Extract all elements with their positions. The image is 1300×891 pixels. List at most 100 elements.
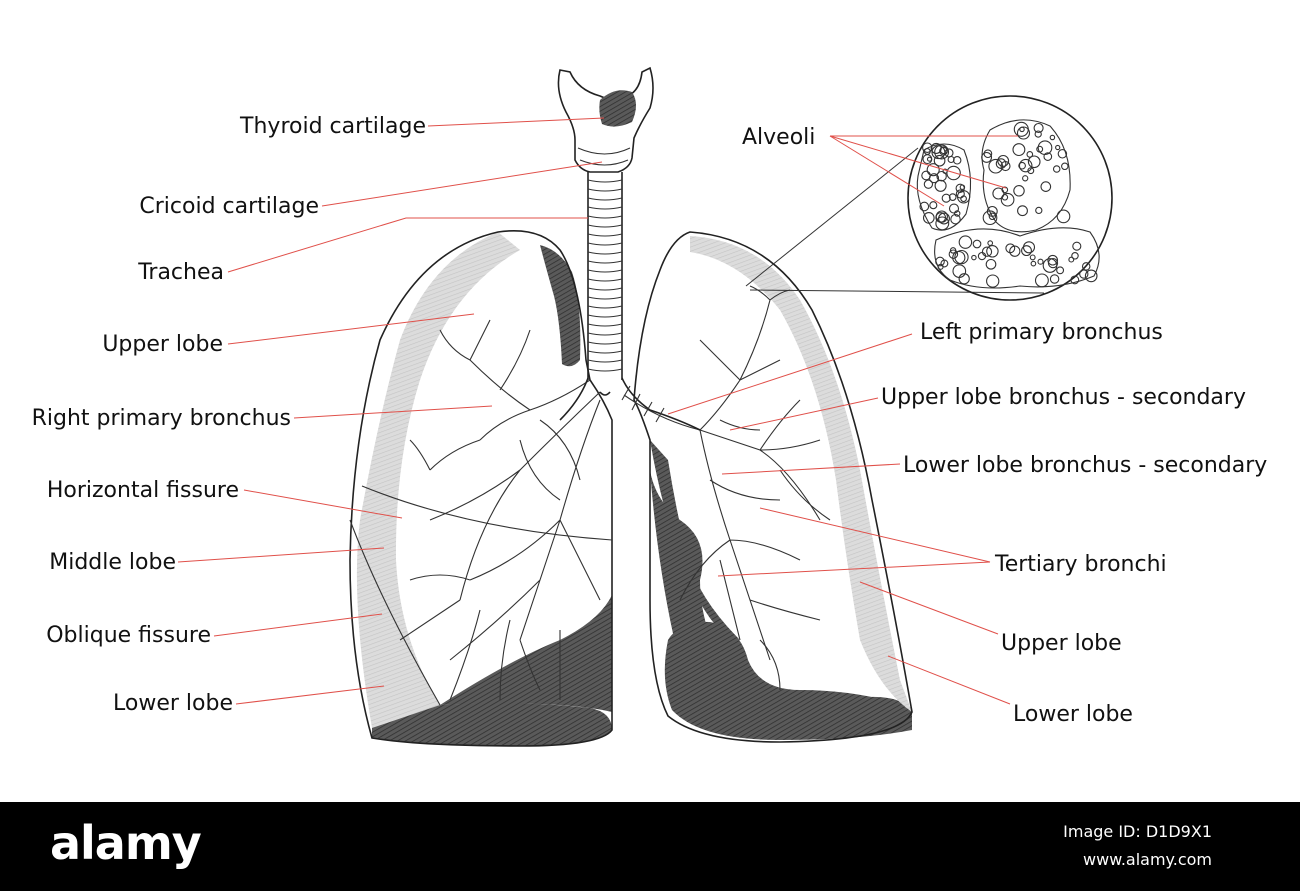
alveolus (992, 187, 1005, 200)
alveolus (985, 258, 997, 270)
label-middle-lobe: Middle lobe (49, 550, 176, 575)
alveoli-cluster-bottom (934, 227, 1100, 289)
tracheal-ring (587, 179, 623, 183)
alveolus (1055, 144, 1061, 151)
tracheal-ring (587, 341, 623, 345)
alveolus (926, 156, 933, 162)
leader-lines (177, 117, 1018, 705)
alveolus (986, 274, 1000, 288)
alveolus (1021, 245, 1032, 257)
alveolus (929, 201, 938, 210)
alveolus (1072, 241, 1082, 251)
alveolus (958, 235, 973, 249)
alveolus (971, 254, 977, 261)
label-left-lower-lobe: Lower lobe (1013, 702, 1133, 727)
alveolus (1070, 275, 1080, 285)
tracheal-ring (587, 296, 623, 300)
right-lung-base-shadow (440, 595, 612, 712)
alveolus (954, 249, 969, 265)
alveolus (935, 212, 947, 223)
alveolus (1068, 256, 1075, 263)
alveolus (919, 201, 930, 212)
label-cricoid-cartilage: Cricoid cartilage (139, 194, 319, 219)
alveolus (934, 179, 947, 192)
alveolus (1026, 151, 1034, 158)
alveolus (952, 156, 962, 165)
label-left-primary-bronchus: Left primary bronchus (920, 320, 1163, 345)
tracheal-ring (587, 197, 623, 201)
tracheal-ring (587, 350, 623, 354)
tracheal-ring (587, 224, 623, 228)
alveolus (1052, 165, 1061, 173)
alveolus (1042, 258, 1058, 273)
alveolus (1084, 269, 1098, 283)
alveolus (935, 256, 945, 267)
left-lung-inner-shadow (650, 440, 740, 640)
alveolus (1022, 175, 1029, 182)
left-bronchial-tree (623, 285, 831, 691)
tracheal-ring (587, 332, 623, 336)
alveolus (1079, 269, 1089, 279)
alveolus (948, 193, 957, 201)
tracheal-ring (587, 242, 623, 246)
alveolus (1047, 257, 1059, 269)
alveolus (988, 212, 997, 221)
right-bronchial-tree (399, 319, 601, 701)
alveolus (1056, 266, 1065, 275)
alveolus (933, 154, 946, 167)
stock-footer-bar: alamy Image ID: D1D9X1 www.alamy.com (0, 802, 1300, 891)
alveolus (1037, 140, 1053, 156)
tracheal-ring (587, 251, 623, 255)
label-thyroid-cartilage: Thyroid cartilage (239, 114, 426, 139)
alveolus (981, 151, 993, 163)
alveolus (923, 179, 934, 189)
alveolus (952, 264, 967, 278)
alveolus (935, 216, 950, 231)
alveolus (1018, 161, 1026, 170)
alveolus (934, 144, 950, 160)
alveoli-cluster-top (981, 119, 1071, 233)
alamy-logo: alamy (50, 816, 202, 870)
alveolus (1037, 258, 1044, 265)
tracheal-ring (587, 188, 623, 192)
alveolus (941, 193, 951, 203)
alveolus (995, 158, 1007, 169)
horizontal-fissure-line (361, 485, 613, 541)
alveolus (1035, 206, 1043, 215)
main-bronchi (559, 377, 701, 431)
label-alveoli: Alveoli (742, 125, 815, 150)
label-lower-lobe-bronchus-secondary: Lower lobe bronchus - secondary (903, 453, 1267, 478)
alveolus (937, 263, 944, 270)
alveolus (955, 189, 965, 199)
alveolus (986, 245, 999, 258)
alveolus (922, 142, 933, 153)
larynx (557, 66, 654, 173)
alveolus (1022, 241, 1036, 254)
alveolus (1056, 209, 1071, 224)
alveolus (1030, 260, 1037, 267)
tracheal-ring (587, 278, 623, 282)
label-tertiary-bronchi: Tertiary bronchi (994, 552, 1167, 577)
left-primary-rings (621, 385, 665, 423)
tracheal-ring (587, 206, 623, 210)
alveolus (950, 213, 961, 225)
alveolus (942, 168, 948, 174)
alveolus (930, 142, 942, 154)
alveolus (982, 210, 998, 226)
alveolus (1061, 162, 1069, 171)
alveolus (987, 240, 994, 246)
right-lung-lower-shadow (372, 703, 612, 746)
alveolus (1049, 134, 1056, 141)
alveolus (959, 184, 966, 190)
label-left-upper-lobe: Upper lobe (1001, 631, 1122, 656)
label-oblique-fissure: Oblique fissure (46, 623, 211, 648)
alveolus (1040, 181, 1052, 192)
alveolus (1047, 254, 1059, 266)
tracheal-ring (587, 215, 623, 219)
tracheal-ring (587, 323, 623, 327)
trachea (587, 172, 623, 380)
alveolus (1018, 158, 1033, 173)
alveoli-sacs (919, 121, 1098, 288)
tracheal-ring (587, 305, 623, 309)
alveolus (1027, 167, 1035, 175)
